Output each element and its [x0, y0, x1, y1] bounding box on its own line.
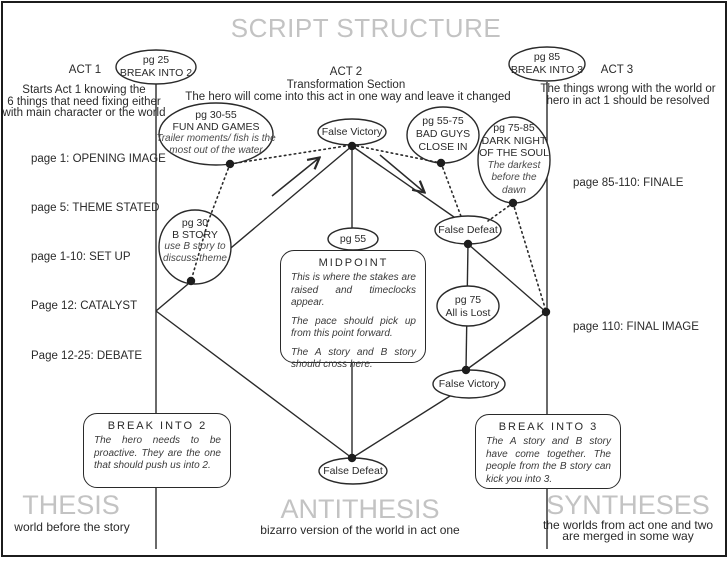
beat-final-image: page 110: FINAL IMAGE: [573, 321, 699, 333]
break-into-3-box: BREAK INTO 3 The A story and B story hav…: [475, 414, 621, 489]
act1-description: Starts Act 1 knowing the 6 things that n…: [2, 84, 166, 119]
act2-label: ACT 2: [329, 66, 363, 78]
node-dark-night: pg 75-85 DARK NIGHT OF THE SOUL The dark…: [479, 122, 549, 196]
antithesis-subtitle: bizarro version of the world in act one: [260, 523, 460, 537]
false-defeat-mid-junction-dot: [463, 239, 473, 249]
dark-night-to-divider-dotted: [512, 202, 547, 312]
false-victory-to-false-defeat-line: [351, 145, 465, 225]
node-break-into-2: pg 25 BREAK INTO 2: [119, 54, 193, 79]
dark-night-junction-dot: [508, 198, 518, 208]
thesis-title: THESIS: [22, 490, 120, 520]
break-into-3-box-title: BREAK INTO 3: [498, 421, 599, 433]
dotted-subplot-lines: [190, 144, 547, 312]
beat-debate: Page 12-25: DEBATE: [31, 350, 143, 362]
antithesis-title: ANTITHESIS: [280, 494, 440, 524]
break-into-2-box: BREAK INTO 2 The hero needs to be proact…: [83, 413, 231, 488]
falling-action-arrow-icon: [379, 154, 424, 192]
fun-to-false-victory-dotted: [229, 144, 353, 165]
false-defeat-to-divider-line: [467, 243, 547, 313]
bad-guys-junction-dot: [436, 158, 446, 168]
break-into-2-box-title: BREAK INTO 2: [107, 420, 208, 432]
beat-finale: page 85-110: FINALE: [573, 177, 684, 189]
node-false-defeat-bottom: False Defeat: [323, 465, 383, 477]
ellipse-nodes: [115, 46, 586, 485]
node-break-into-3: pg 85 BREAK INTO 3: [510, 51, 584, 76]
divider-to-false-victory-line: [465, 311, 547, 371]
node-all-is-lost: pg 75 All is Lost: [445, 294, 491, 319]
act3-description: The things wrong with the world or hero …: [540, 83, 716, 107]
fun-and-games-ellipse: [158, 102, 274, 166]
act1-label: ACT 1: [68, 64, 102, 76]
false-victory-bottom-junction-dot: [461, 365, 471, 375]
syntheses-title: SYNTHESES: [546, 490, 710, 520]
break-into-3-ellipse: [508, 46, 586, 82]
thesis-subtitle: world before the story: [14, 520, 130, 534]
node-false-defeat-mid: False Defeat: [438, 224, 498, 236]
diagram-title: SCRIPT STRUCTURE: [230, 13, 502, 43]
all-is-lost-ellipse: [436, 285, 500, 327]
node-bad-guys: pg 55-75 BAD GUYS CLOSE IN: [415, 115, 471, 153]
break-into-2-ellipse: [115, 49, 197, 85]
direction-arrows: [271, 154, 424, 197]
act2-subtitle: Transformation Section: [286, 79, 406, 91]
fun-to-b-story-dotted: [190, 163, 231, 282]
beat-theme-stated: page 5: THEME STATED: [31, 202, 160, 214]
divider-junction-dot: [541, 307, 551, 317]
false-defeat-bottom-junction-dot: [347, 453, 357, 463]
beat-catalyst: Page 12: CATALYST: [31, 300, 138, 312]
beat-set-up: page 1-10: SET UP: [31, 251, 131, 263]
b-story-circle: [158, 209, 232, 285]
node-fun-and-games: pg 30-55 FUN AND GAMES Trailer moments/ …: [156, 109, 276, 156]
junction-dots: [186, 141, 551, 463]
false-victory-to-bad-guys-dotted: [351, 144, 442, 164]
rising-action-arrow-icon: [271, 158, 319, 197]
node-pg55: pg 55: [339, 233, 367, 245]
b-story-junction-dot: [186, 276, 196, 286]
node-false-victory-bottom: False Victory: [438, 378, 500, 390]
act2-description: The hero will come into this act in one …: [185, 91, 511, 103]
falling-plot-line: [155, 310, 353, 459]
false-victory-top-junction-dot: [347, 141, 357, 151]
midpoint-box-title: MIDPOINT: [318, 257, 389, 269]
beat-opening-image: page 1: OPENING IMAGE: [31, 153, 166, 165]
fun-junction-dot: [225, 159, 235, 169]
node-b-story: pg 30 B STORY use B story to discuss the…: [163, 217, 227, 264]
bad-guys-to-false-defeat-dotted: [440, 162, 463, 220]
midpoint-box: MIDPOINT This is where the stakes are ra…: [280, 250, 426, 370]
act3-label: ACT 3: [600, 64, 634, 76]
dark-night-to-false-defeat-dotted: [487, 202, 514, 222]
syntheses-subtitle: the worlds from act one and two are merg…: [542, 518, 714, 543]
node-false-victory-top: False Victory: [321, 126, 383, 138]
